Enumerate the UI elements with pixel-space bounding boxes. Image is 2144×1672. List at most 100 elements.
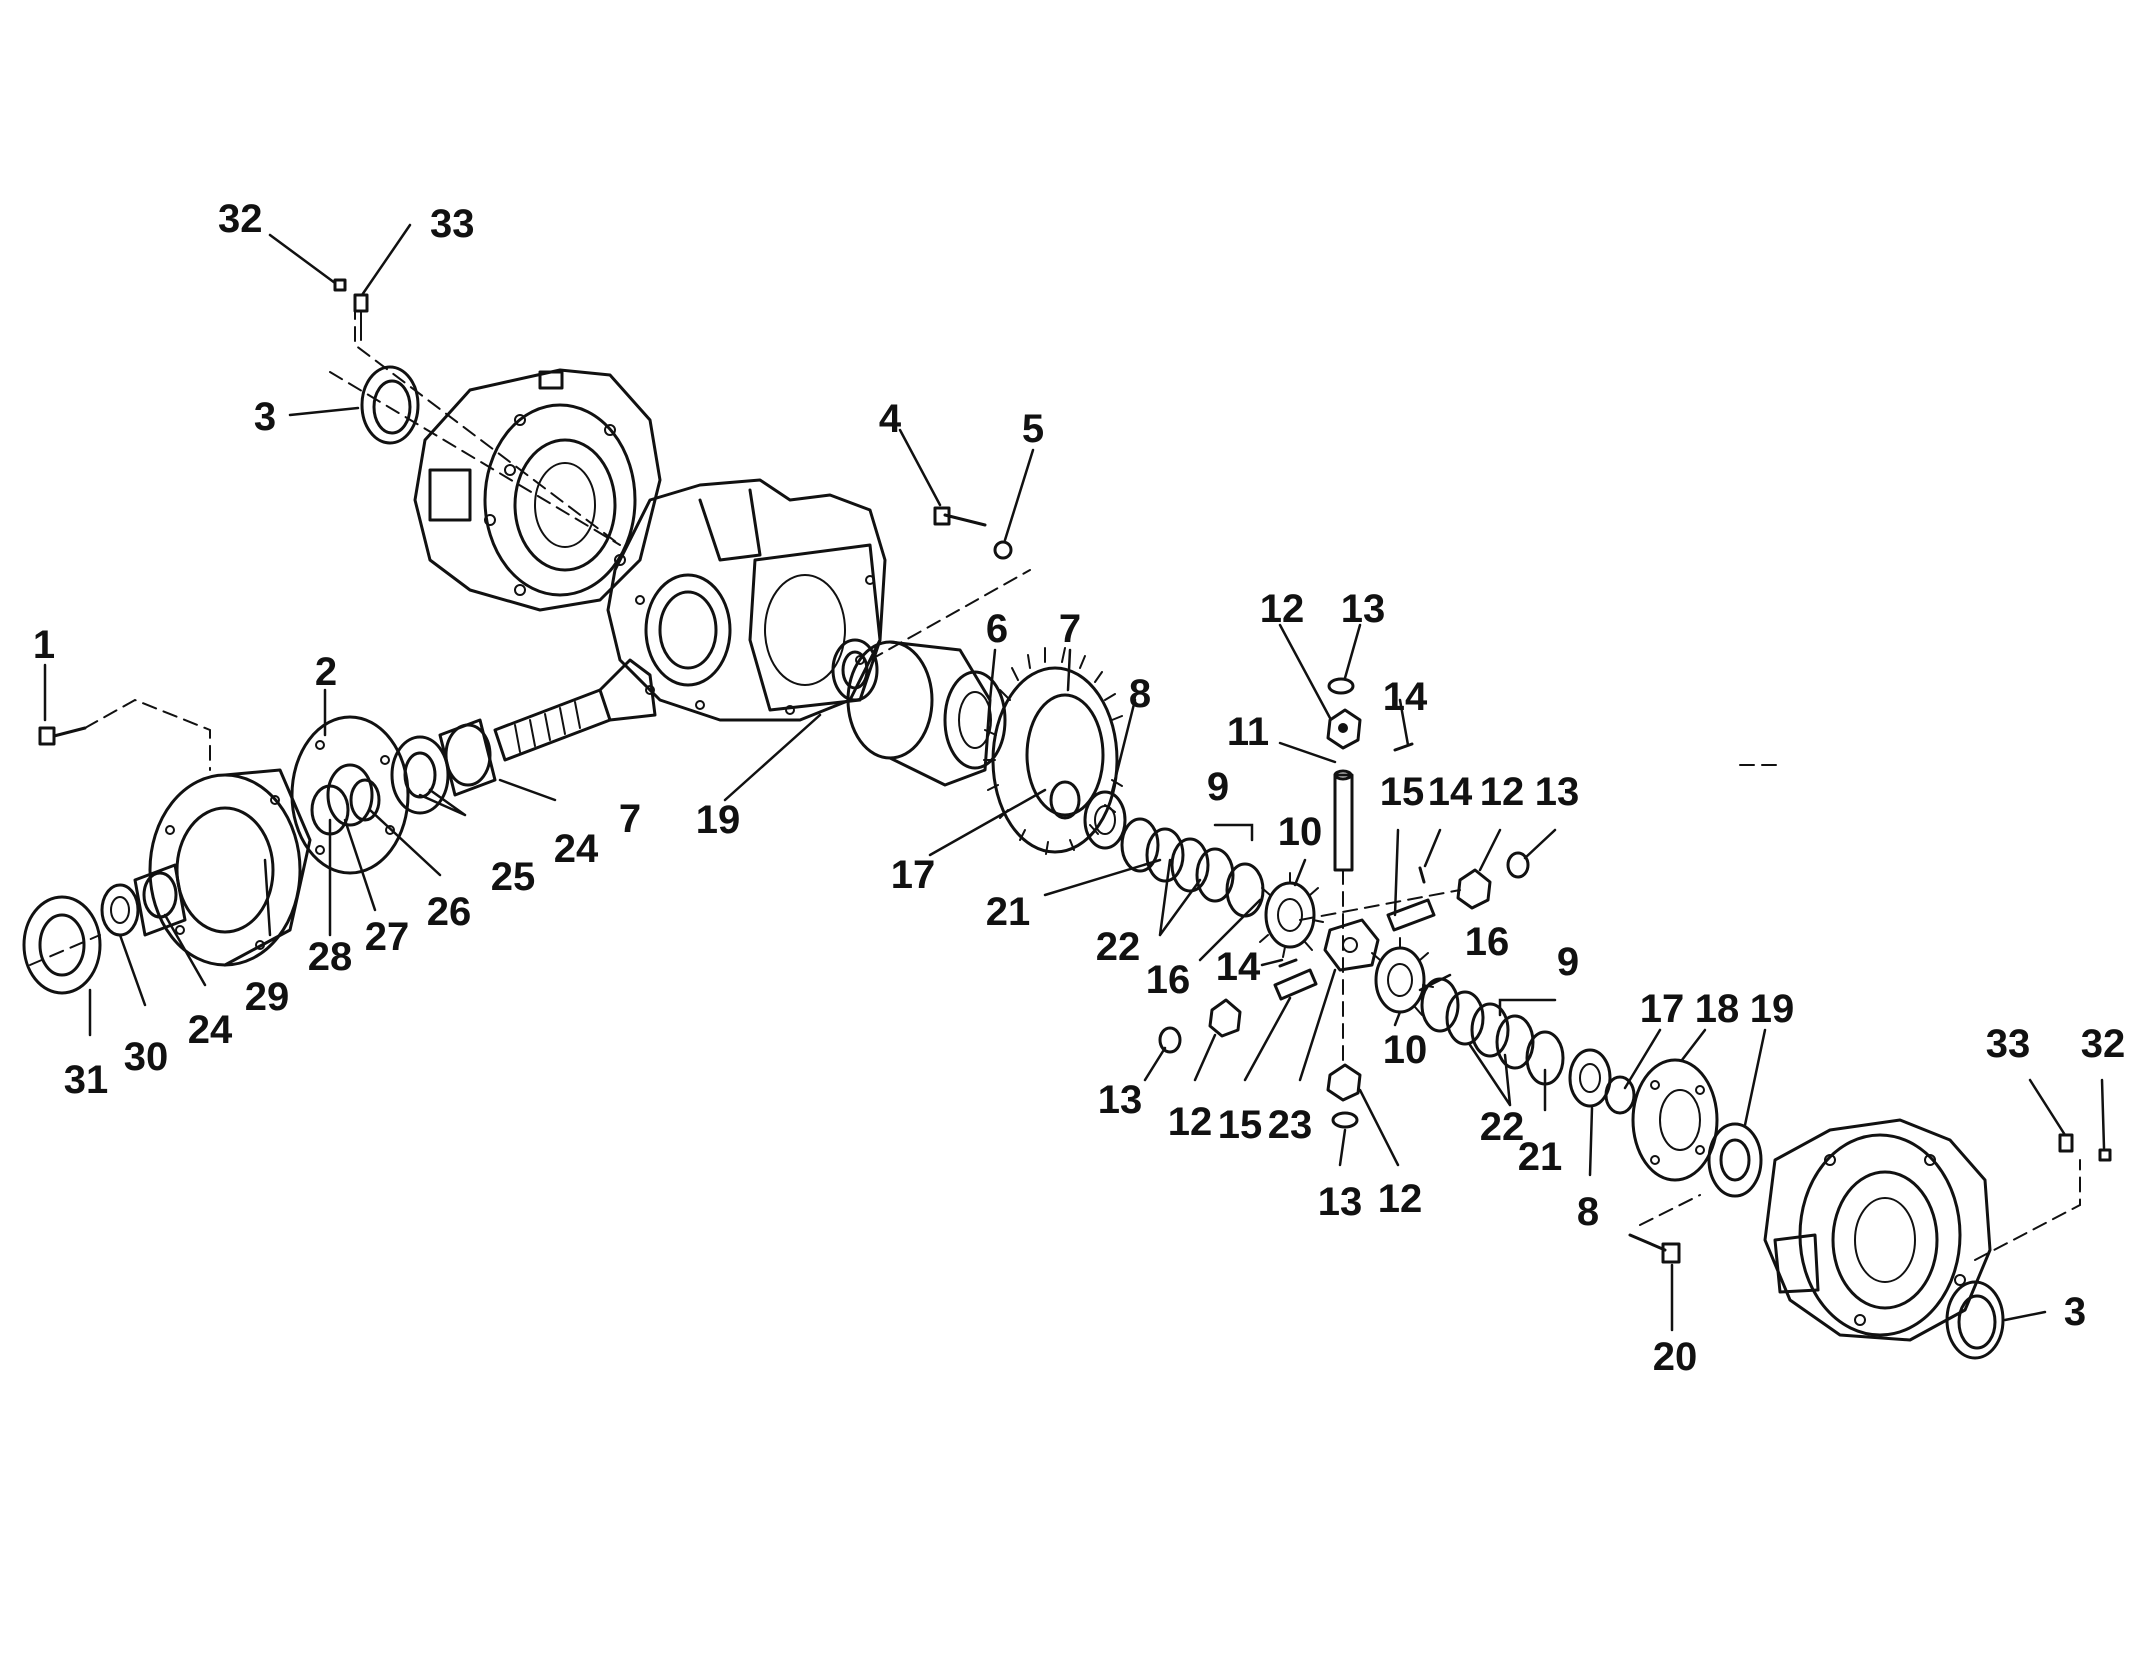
pinion-gear-12-right [1456, 868, 1492, 910]
callout-18: 18 [1695, 987, 1740, 1031]
washer-5 [993, 540, 1013, 560]
callout-4: 4 [879, 397, 902, 441]
callout-19-left: 19 [696, 798, 741, 842]
bearing-24-inner [438, 718, 497, 797]
callout-8-right: 8 [1577, 1190, 1599, 1234]
callout-13-right: 13 [1535, 770, 1580, 814]
drive-pinion-7 [493, 658, 657, 762]
pinion-gear-12-bottom [1326, 1063, 1362, 1102]
bolt-4 [933, 506, 987, 527]
pin-14-left [1278, 958, 1298, 968]
callout-8-left: 8 [1129, 672, 1151, 716]
callout-2: 2 [315, 650, 337, 694]
callout-32-lower: 32 [2081, 1022, 2126, 1066]
bearing-19-left [831, 638, 879, 702]
callout-31: 31 [64, 1058, 109, 1102]
callout-14-left: 14 [1216, 945, 1261, 989]
leader-lines [43, 223, 2106, 1332]
diff-case-6 [846, 640, 1007, 787]
callout-labels: 32 33 3 4 5 1 2 6 7 7 8 12 13 14 11 15 1… [33, 197, 2125, 1379]
callout-9-right: 9 [1557, 940, 1579, 984]
callout-14-right: 14 [1428, 770, 1473, 814]
callout-23: 23 [1268, 1103, 1313, 1147]
callout-7-ring: 7 [1059, 607, 1081, 651]
callout-3-lower: 3 [2064, 1290, 2086, 1334]
callout-30: 30 [124, 1035, 169, 1079]
callout-10-left: 10 [1278, 810, 1323, 854]
callout-10-right: 10 [1383, 1028, 1428, 1072]
bolt-1 [38, 726, 87, 746]
washer-13-bottom [1331, 1111, 1359, 1129]
washer-17-right [1604, 1075, 1636, 1115]
callout-25: 25 [491, 855, 536, 899]
shaft-15-left [1273, 968, 1318, 1001]
oil-seal-3-upper [360, 365, 420, 445]
side-gear-10-right [1371, 937, 1434, 1016]
callout-24-inner: 24 [554, 827, 599, 871]
clutch-pack-right [1420, 977, 1565, 1086]
callout-24-outer: 24 [188, 1008, 233, 1052]
pin-14-right [1418, 866, 1426, 884]
callout-13-top: 13 [1341, 587, 1386, 631]
callout-28: 28 [308, 935, 353, 979]
callout-17-left: 17 [891, 853, 936, 897]
callout-19-right: 19 [1750, 987, 1795, 1031]
callout-12-top: 12 [1260, 587, 1305, 631]
side-gear-10-left [1259, 872, 1324, 958]
washer-13-right [1506, 851, 1530, 879]
callout-12-bottom: 12 [1378, 1177, 1423, 1221]
callout-16-right: 16 [1465, 920, 1510, 964]
callout-12-right: 12 [1480, 770, 1525, 814]
callout-13-left: 13 [1098, 1078, 1143, 1122]
callout-6: 6 [986, 607, 1008, 651]
spider-block-23 [1323, 918, 1380, 972]
washer-17-left [1049, 780, 1081, 820]
flange-2 [290, 715, 410, 875]
callout-32-upper: 32 [218, 197, 263, 241]
callout-3-upper: 3 [254, 395, 276, 439]
callout-21-right: 21 [1518, 1135, 1563, 1179]
diff-case-18 [1631, 1058, 1719, 1182]
callout-7-pinion: 7 [619, 797, 641, 841]
callout-15-right: 15 [1380, 770, 1425, 814]
callout-33-upper: 33 [430, 202, 475, 246]
washer-13-left [1158, 1026, 1182, 1054]
pin-14-top [1393, 742, 1414, 752]
callout-15-left: 15 [1218, 1103, 1263, 1147]
nut-30 [100, 883, 140, 937]
callout-21-left: 21 [986, 890, 1031, 934]
lower-right-axle-housing [1763, 1118, 1992, 1342]
callout-22-left: 22 [1096, 925, 1141, 969]
callout-12-left: 12 [1168, 1100, 1213, 1144]
callout-33-lower: 33 [1986, 1022, 2031, 1066]
callout-9-left: 9 [1207, 765, 1229, 809]
callout-26: 26 [427, 890, 472, 934]
callout-20: 20 [1653, 1335, 1698, 1379]
callout-27: 27 [365, 915, 410, 959]
callout-11: 11 [1227, 710, 1269, 754]
washer-8-left [1083, 790, 1127, 850]
bearing-25 [390, 735, 450, 815]
washer-8-right [1568, 1048, 1612, 1108]
breather-32-33-upper [333, 278, 369, 341]
clutch-pack-left [1120, 817, 1265, 918]
callout-5: 5 [1022, 407, 1044, 451]
cross-shaft-11 [1333, 769, 1354, 872]
bearing-31 [22, 895, 102, 995]
callout-22-right: 22 [1480, 1105, 1525, 1149]
pinion-gear-12-left [1208, 998, 1242, 1038]
bearing-19-right [1707, 1122, 1763, 1198]
shaft-15-right [1386, 898, 1436, 932]
pinion-cage-29 [148, 768, 312, 967]
callout-16-left: 16 [1146, 958, 1191, 1002]
oil-seal-3-lower [1945, 1280, 2005, 1360]
callout-1: 1 [33, 623, 55, 667]
assembly-axis-lines [29, 304, 2081, 1261]
washer-13-top [1327, 677, 1355, 695]
callout-13-bottom: 13 [1318, 1180, 1363, 1224]
upper-left-axle-housing [413, 368, 662, 612]
callout-14-top: 14 [1383, 675, 1428, 719]
bolt-20 [1628, 1233, 1681, 1264]
callout-17-right: 17 [1640, 987, 1685, 1031]
